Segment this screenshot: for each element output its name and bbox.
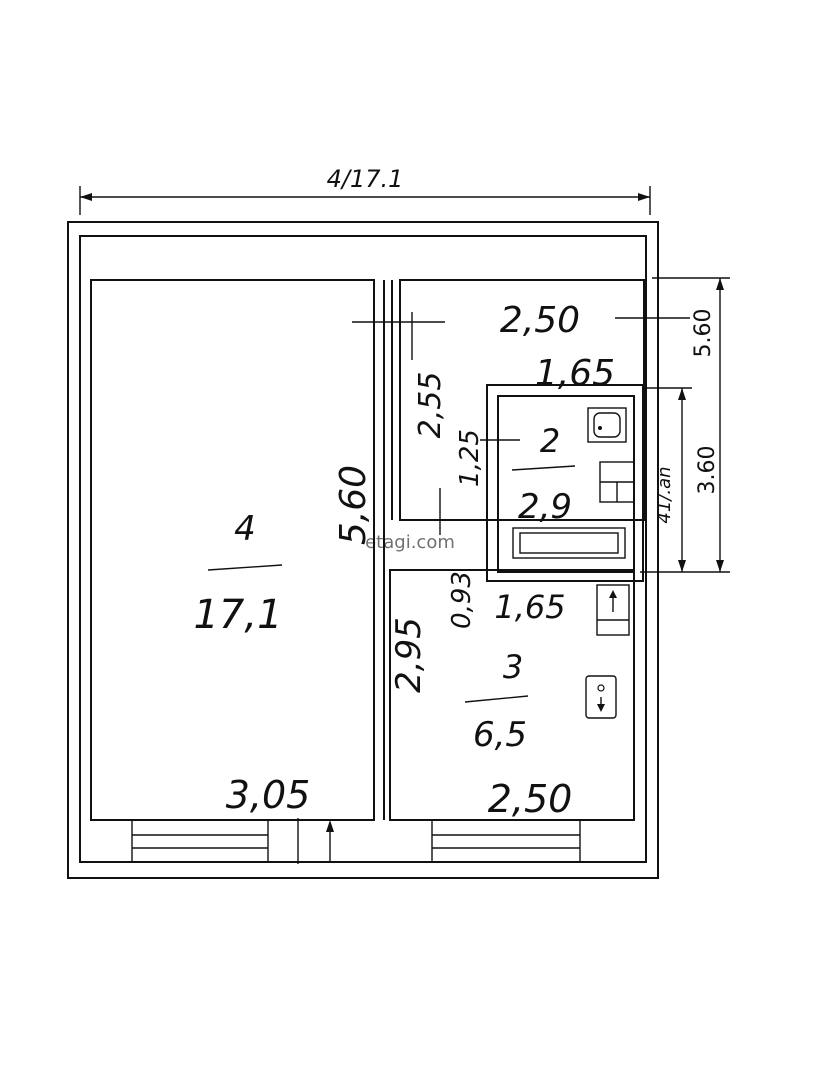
room3-bottom: 2,50 — [488, 777, 573, 821]
room-2: 1,65 2 2,9 1,25 — [455, 353, 644, 582]
room3-length: 2,95 — [389, 617, 429, 693]
window-right — [431, 819, 581, 863]
bottom-openings — [131, 818, 581, 864]
right-dim-note: 41/.an — [654, 466, 675, 523]
room2-area: 2,9 — [518, 487, 572, 527]
right-dim-inner: 3.60 — [695, 446, 720, 495]
watermark: etagi.com — [365, 532, 455, 553]
room3-side: 0,93 — [447, 571, 477, 629]
room3-width: 1,65 — [494, 588, 565, 626]
room2-width: 1,65 — [535, 353, 615, 394]
sink-icon — [587, 407, 627, 443]
overall-dimension-label: 4/17.1 — [327, 165, 404, 193]
hall: 2,50 2,55 — [399, 279, 690, 535]
stove-icon — [585, 675, 617, 719]
right-dimensions: 5.60 3.60 41/.an — [640, 277, 730, 573]
right-dim-outer: 5.60 — [691, 309, 716, 358]
window-left — [131, 819, 269, 863]
room4-number: 4 — [234, 509, 256, 549]
room4-length: 5,60 — [333, 465, 374, 545]
kitchen-sink-icon — [596, 584, 630, 636]
toilet-icon — [599, 461, 635, 503]
room2-depth: 1,25 — [455, 429, 485, 487]
hall-top-dimension: 2,50 — [500, 300, 580, 341]
room4-width: 3,05 — [226, 773, 311, 817]
room2-number: 2 — [540, 422, 560, 460]
room-4: 4 17,1 3,05 5,60 — [90, 279, 375, 821]
room3-number: 3 — [503, 648, 523, 686]
outer-walls — [67, 221, 659, 879]
room4-area: 17,1 — [193, 592, 282, 638]
room-3: 1,65 0,93 3 6,5 2,50 2,95 — [389, 569, 635, 821]
bathtub-icon — [512, 527, 626, 559]
room3-area: 6,5 — [473, 715, 527, 755]
top-dimension: 4/17.1 — [79, 165, 651, 215]
hall-side-dimension: 2,55 — [413, 372, 448, 439]
